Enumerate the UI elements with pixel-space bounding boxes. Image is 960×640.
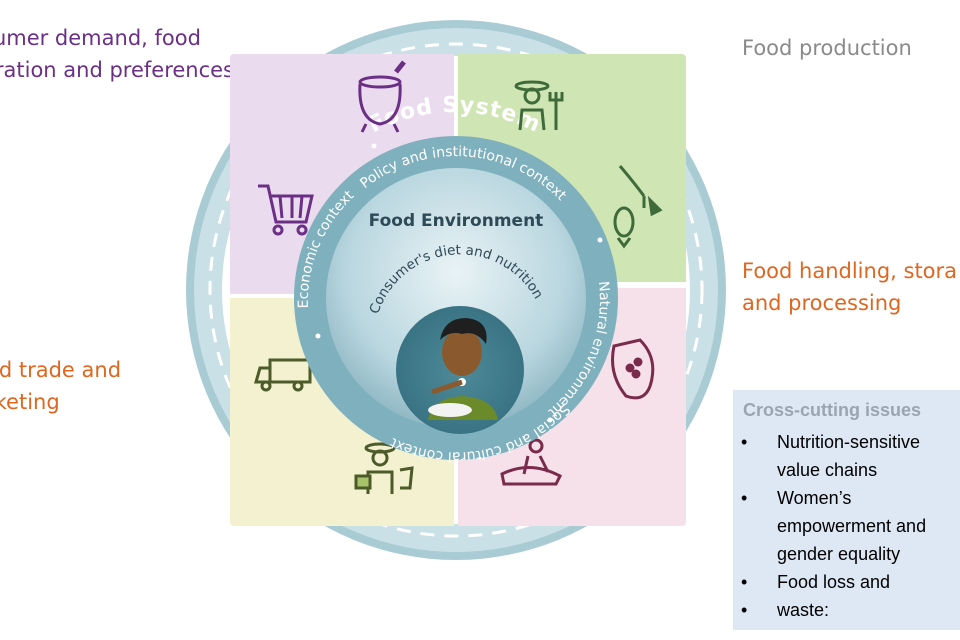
cooking-pot-icon xyxy=(358,60,406,133)
list-item-line: value chains xyxy=(777,460,878,480)
food-trade-line-1: od trade and xyxy=(0,358,122,382)
processing-worker-icon xyxy=(500,438,562,486)
list-item-line: Nutrition-sensitive xyxy=(777,432,921,452)
list-item-line: waste: xyxy=(777,600,830,620)
food-trade-label: od trade and rketing xyxy=(0,354,121,418)
list-item: Women’s empowerment and gender equality xyxy=(741,484,960,568)
ring-dot xyxy=(315,333,321,339)
grain-sack-icon xyxy=(611,338,655,400)
vendor-icon xyxy=(354,442,414,494)
list-item-line: Food loss and xyxy=(777,572,891,592)
list-item: waste: xyxy=(741,596,960,624)
shopping-cart-icon xyxy=(258,184,314,236)
truck-icon xyxy=(254,358,312,392)
cross-cutting-list: Nutrition-sensitive value chains Women’s… xyxy=(741,428,960,624)
food-handling-label: Food handling, stora and processing xyxy=(742,255,957,319)
ring-dot xyxy=(371,143,377,149)
consumer-demand-line-1: sumer demand, food xyxy=(0,26,201,50)
child-eating-icon xyxy=(428,318,498,420)
outer-ring-dashes xyxy=(208,42,704,538)
list-item-line: gender equality xyxy=(777,544,901,564)
ring-dot xyxy=(547,417,553,423)
list-item: Food loss and xyxy=(741,568,960,596)
list-item-line: Women’s xyxy=(777,488,852,508)
list-item: Nutrition-sensitive value chains xyxy=(741,428,960,484)
food-handling-line-2: and processing xyxy=(742,291,902,315)
cross-cutting-title: Cross-cutting issues xyxy=(743,400,922,420)
food-production-line-1: Food production xyxy=(742,36,912,60)
fish-icon xyxy=(613,165,663,249)
list-item-line: empowerment and xyxy=(777,516,927,536)
food-environment-title: Food Environment xyxy=(369,211,544,231)
consumer-demand-line-2: aration and preferences xyxy=(0,58,234,82)
consumer-demand-label: sumer demand, food aration and preferenc… xyxy=(0,22,234,86)
ring-dot xyxy=(597,237,603,243)
farmer-icon xyxy=(514,80,564,131)
cross-cutting-box: Cross-cutting issues Nutrition-sensitive… xyxy=(733,390,960,630)
food-trade-line-2: rketing xyxy=(0,390,60,414)
food-production-label: Food production xyxy=(742,32,912,64)
food-handling-line-1: Food handling, stora xyxy=(742,259,958,283)
